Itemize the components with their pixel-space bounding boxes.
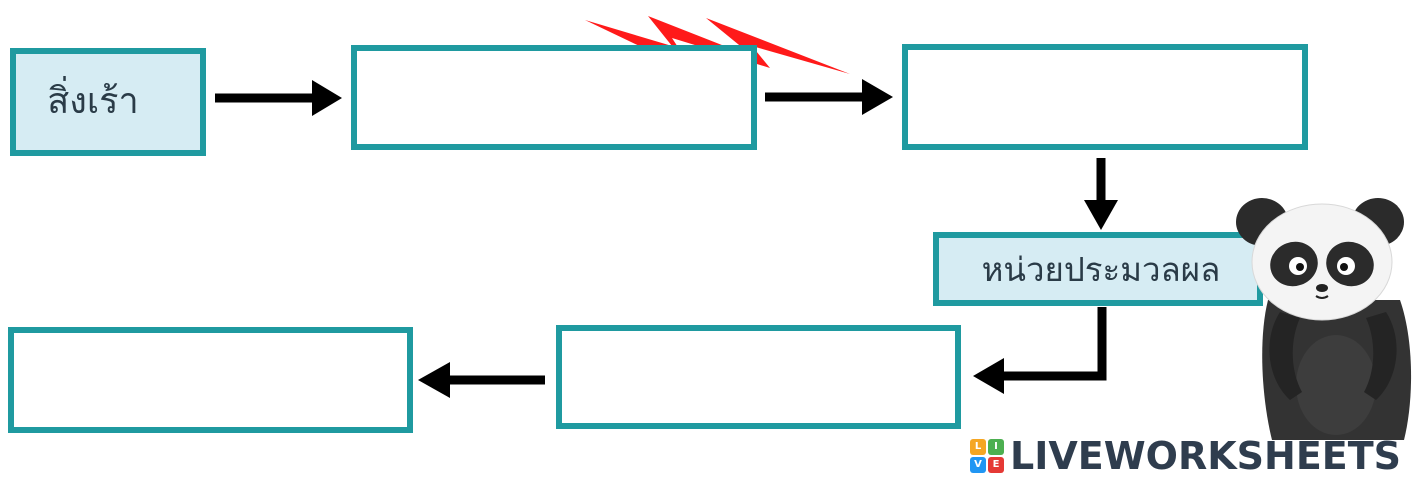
arrow-elbow-left xyxy=(973,307,1107,394)
liveworksheets-watermark: L I V E LIVEWORKSHEETS xyxy=(970,436,1401,476)
arrow-down-1 xyxy=(1084,158,1118,230)
answer-box-1[interactable] xyxy=(351,45,757,150)
answer-box-4[interactable] xyxy=(8,327,413,433)
liveworksheets-logo-icon: L I V E xyxy=(970,439,1004,473)
answer-box-3[interactable] xyxy=(556,325,961,429)
arrow-right-1 xyxy=(215,80,342,116)
stimulus-box: สิ่งเร้า xyxy=(10,48,206,156)
processing-label: หน่วยประมวลผล xyxy=(981,249,1221,289)
answer-box-2[interactable] xyxy=(902,44,1308,150)
arrow-left-1 xyxy=(418,362,545,398)
watermark-text: LIVEWORKSHEETS xyxy=(1010,434,1402,478)
stimulus-label: สิ่งเร้า xyxy=(47,80,139,122)
arrow-right-2 xyxy=(765,79,893,115)
processing-box: หน่วยประมวลผล xyxy=(933,232,1263,306)
